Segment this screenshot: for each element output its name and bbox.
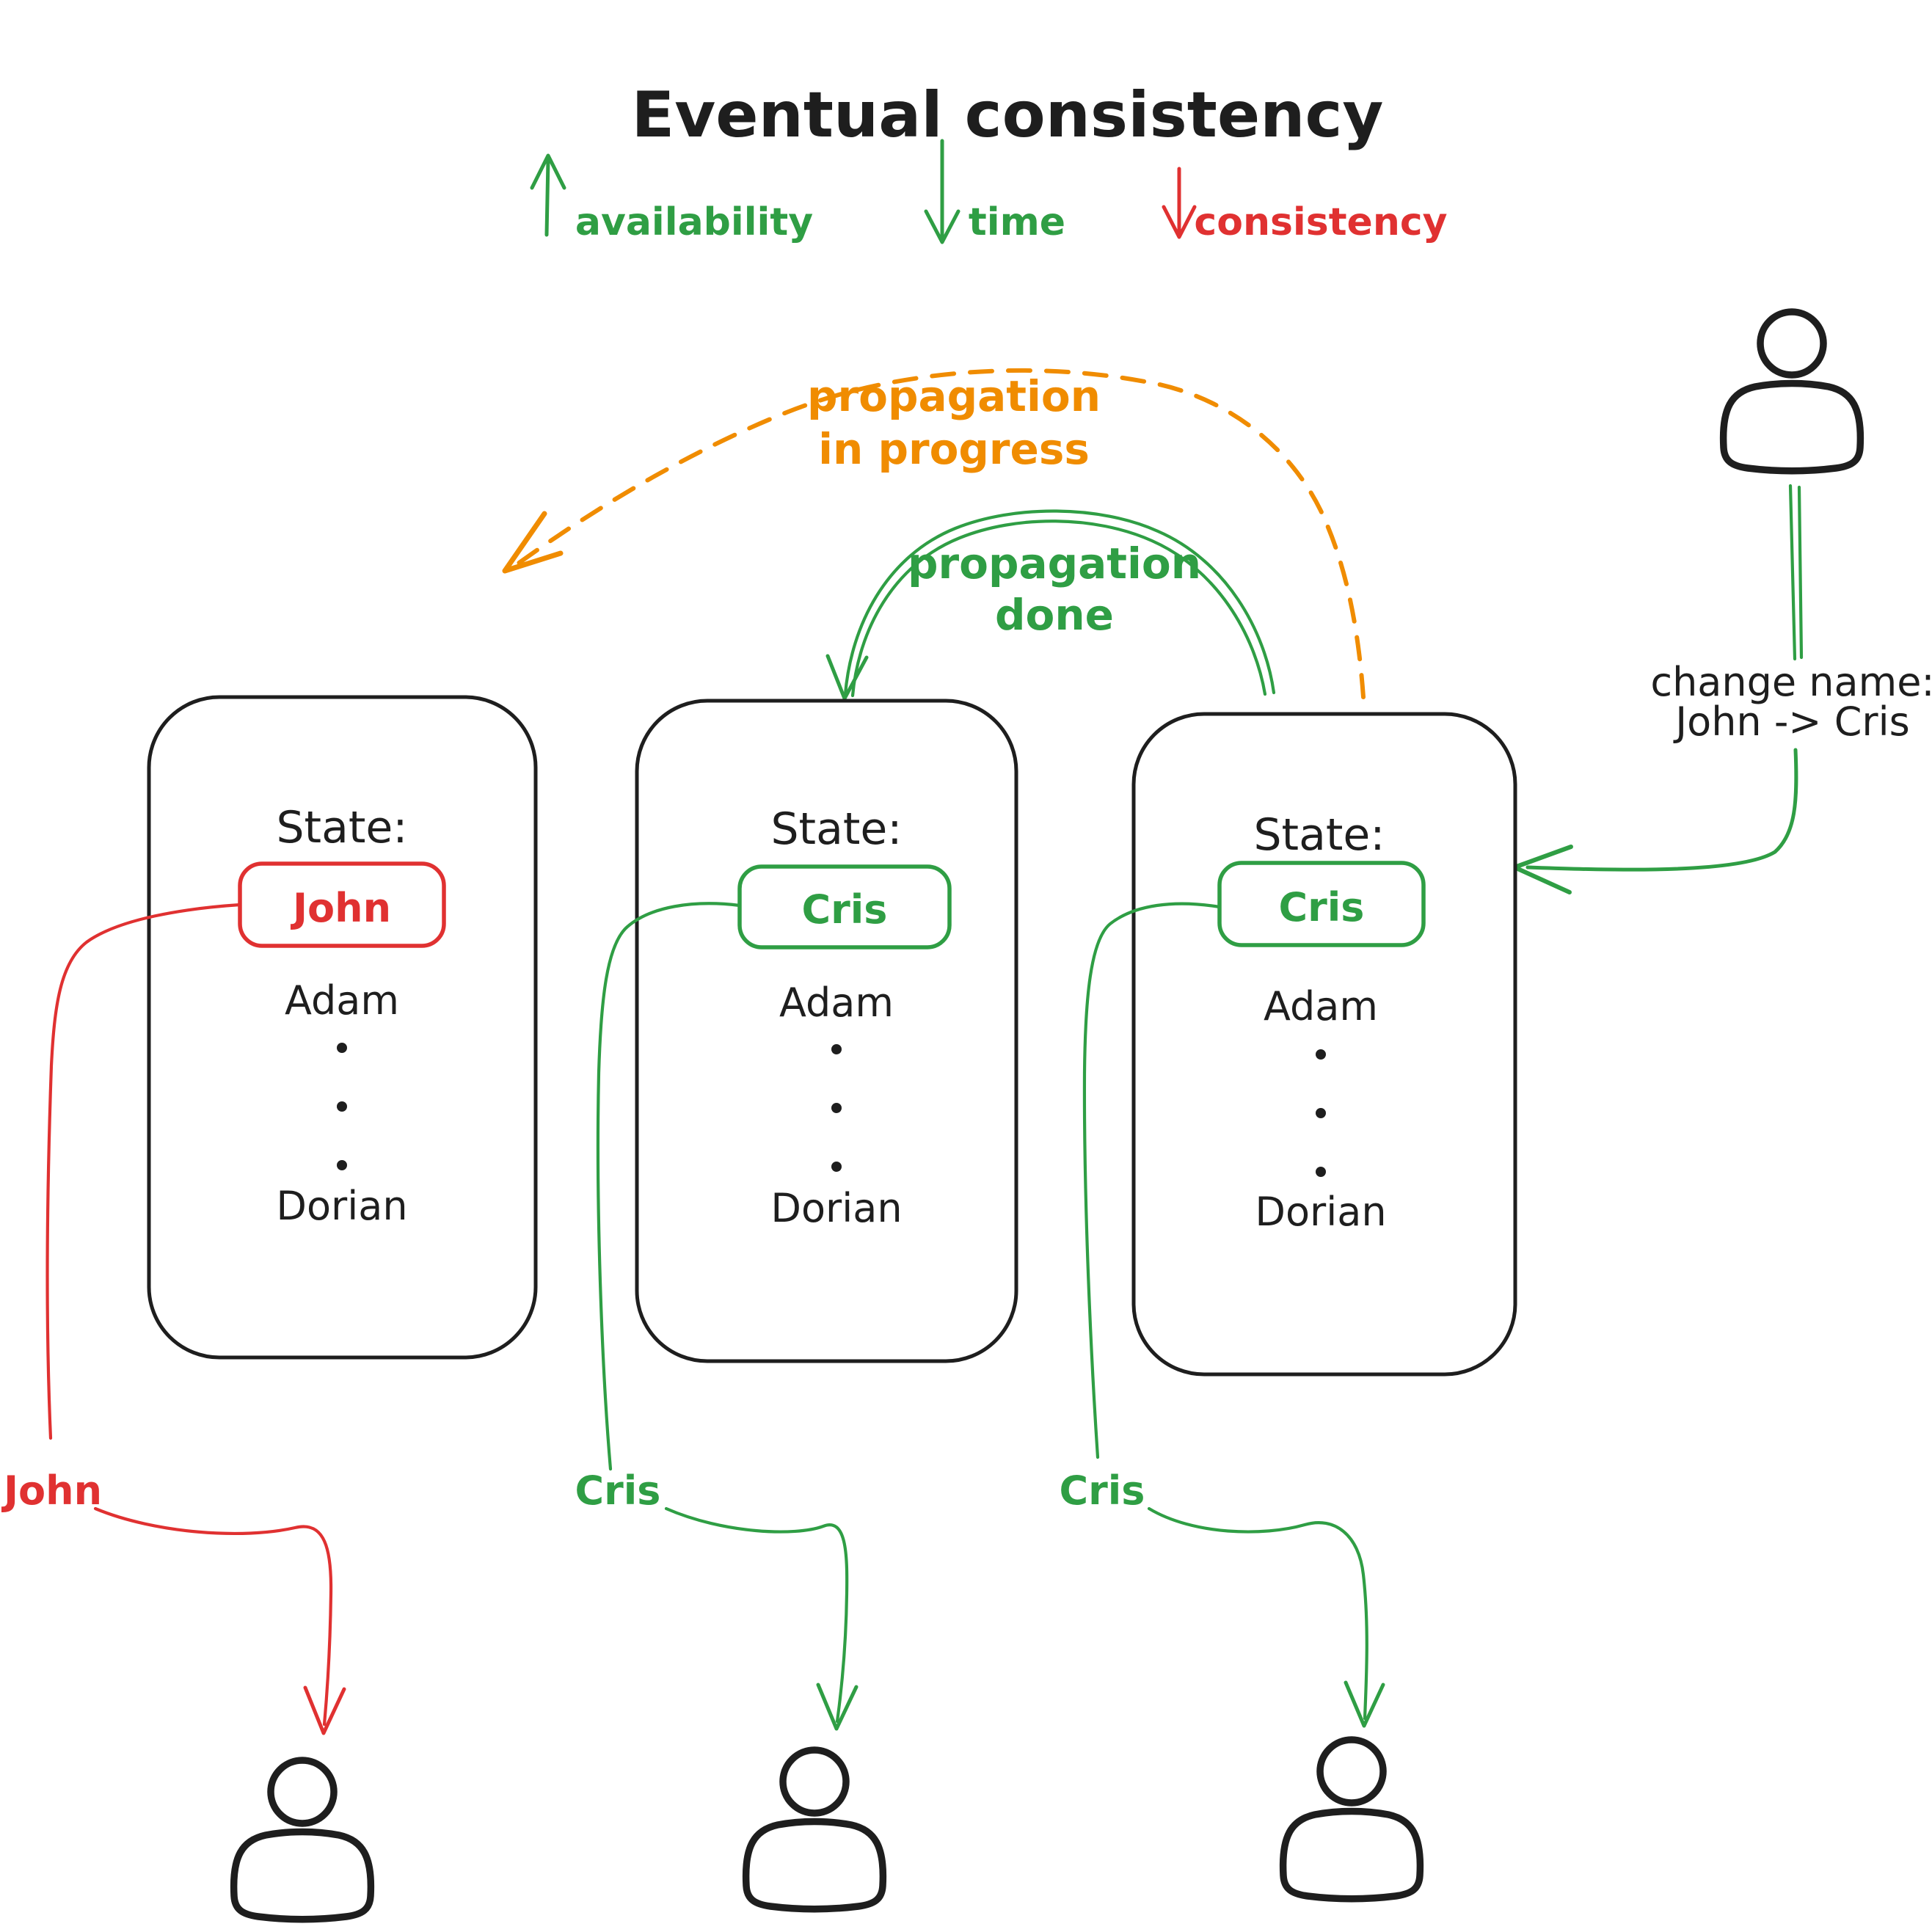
- node-replica-1: State: John Adam Dorian: [147, 695, 538, 1360]
- ellipsis-dots: [1316, 1049, 1326, 1177]
- propagation-done-label-line2: done: [995, 590, 1114, 640]
- reader-john-link-lower: [93, 1506, 333, 1727]
- replica-1-name-adam: Adam: [285, 977, 399, 1024]
- down-arrow-icon: [924, 139, 960, 244]
- up-arrow-icon: [530, 153, 566, 237]
- page-title: Eventual consistency: [632, 79, 1384, 152]
- arrowhead-icon: [502, 511, 564, 574]
- change-name-label-line1: change name:: [1650, 659, 1932, 705]
- legend-availability: availability: [530, 153, 813, 244]
- replica-1-state-label: State:: [276, 802, 407, 853]
- writer-client: change name: John -> Cris: [1512, 312, 1932, 894]
- replica-2-highlighted-name: Cris: [802, 886, 888, 933]
- replica-2-name-dorian: Dorian: [770, 1185, 902, 1231]
- reader-cris-middle-link-upper: [596, 902, 742, 1471]
- legend-availability-label: availability: [575, 200, 813, 244]
- reader-cris-middle-link-lower: [664, 1506, 849, 1724]
- node-replica-3: State: Cris Adam Dorian: [1131, 712, 1517, 1377]
- replica-1-container: [147, 695, 538, 1360]
- ellipsis-dots: [337, 1043, 347, 1170]
- replica-2-container: [635, 699, 1018, 1363]
- replica-3-name-adam: Adam: [1264, 983, 1378, 1029]
- propagation-in-progress-arrow: [516, 368, 1366, 699]
- reader-cris-right-link-upper: [1082, 902, 1222, 1459]
- legend-consistency: consistency: [1162, 167, 1448, 244]
- arrowhead-icon: [303, 1685, 346, 1735]
- replica-3-highlighted-name: Cris: [1279, 884, 1365, 930]
- propagation-in-progress-annotation: propagation in progress: [502, 368, 1366, 699]
- replica-1-name-dorian: Dorian: [276, 1183, 407, 1229]
- arrowhead-icon: [1512, 845, 1573, 894]
- legend-time: time: [924, 139, 1065, 244]
- writer-connector-line: [1788, 484, 1804, 661]
- change-name-arrow: [1525, 748, 1798, 872]
- legend-consistency-label: consistency: [1194, 200, 1447, 244]
- replica-3-highlight-box: [1217, 861, 1426, 947]
- ellipsis-dots: [831, 1044, 842, 1172]
- arrowhead-icon: [1344, 1680, 1385, 1728]
- legend: availability time consistency: [530, 139, 1448, 244]
- change-name-label-line2: John -> Cris: [1673, 699, 1910, 745]
- reader-cris-middle: Cris: [575, 902, 883, 1909]
- arrowhead-icon: [816, 1683, 859, 1731]
- propagation-done-arrow: [843, 509, 1276, 696]
- replica-2-name-adam: Adam: [779, 980, 894, 1026]
- down-arrow-icon: [1162, 167, 1197, 239]
- propagation-done-arrow-doubled: [850, 520, 1267, 698]
- reader-cris-middle-value-label: Cris: [575, 1468, 661, 1514]
- reader-cris-right-value-label: Cris: [1060, 1468, 1145, 1514]
- replica-3-name-dorian: Dorian: [1255, 1189, 1386, 1235]
- replica-2-state-label: State:: [770, 803, 902, 855]
- reader-cris-right-link-lower: [1147, 1506, 1368, 1721]
- propagation-in-progress-label-line1: propagation: [807, 371, 1101, 421]
- reader-cris-right: Cris: [1060, 902, 1421, 1899]
- reader-john: John: [1, 903, 371, 1920]
- arrowhead-icon: [825, 654, 869, 701]
- reader-john-value-label: John: [1, 1468, 102, 1514]
- replica-3-state-label: State:: [1253, 809, 1385, 861]
- propagation-done-annotation: propagation done: [825, 509, 1276, 701]
- replica-1-highlighted-name: John: [290, 885, 391, 931]
- propagation-in-progress-label-line2: in progress: [818, 424, 1090, 474]
- legend-time-label: time: [969, 200, 1065, 244]
- propagation-done-label-line1: propagation: [908, 539, 1201, 588]
- reader-john-link-upper: [45, 903, 242, 1440]
- node-replica-2: State: Cris Adam Dorian: [635, 699, 1018, 1363]
